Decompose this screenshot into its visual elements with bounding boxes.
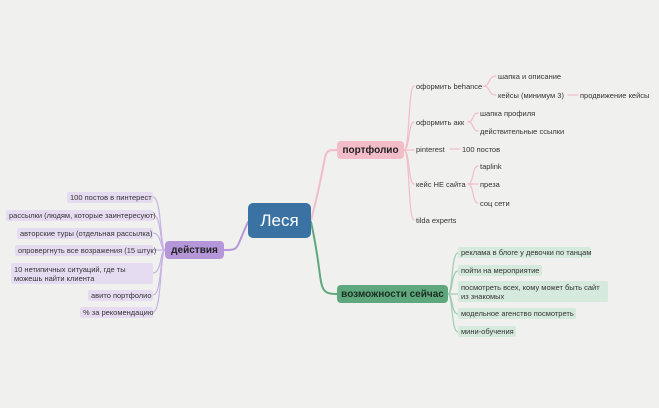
- action-item[interactable]: опровергнуть все возражения (15 штук): [15, 245, 156, 256]
- root-node[interactable]: Леся: [248, 203, 311, 238]
- portfolio-account[interactable]: оформить акк: [416, 118, 465, 127]
- portfolio-behance[interactable]: оформить behance: [416, 82, 483, 91]
- action-item[interactable]: рассылки (людям, которые заинтересуют): [6, 210, 156, 221]
- portfolio-tilda[interactable]: tilda experts: [416, 216, 457, 225]
- behance-grandchild[interactable]: продвижение кейсы: [580, 91, 650, 100]
- case-child[interactable]: преза: [480, 180, 500, 189]
- account-child[interactable]: шапка профиля: [480, 109, 536, 118]
- portfolio-case[interactable]: кейс НЕ сайта: [416, 180, 466, 189]
- branch-opportunities-now[interactable]: возможности сейчас: [337, 285, 448, 303]
- account-child[interactable]: действительные ссылки: [480, 127, 565, 136]
- opportunity-item[interactable]: посмотреть всех, кому может быть сайт из…: [458, 281, 608, 302]
- behance-child[interactable]: шапка и описание: [498, 72, 562, 81]
- case-child[interactable]: соц сети: [480, 199, 510, 208]
- action-item[interactable]: % за рекомендацию: [80, 307, 153, 318]
- behance-child[interactable]: кейсы (минимум 3): [498, 91, 564, 100]
- branch-opportunities-now-label: возможности сейчас: [341, 288, 444, 300]
- branch-portfolio[interactable]: портфолио: [337, 141, 404, 159]
- branch-portfolio-label: портфолио: [342, 144, 399, 156]
- case-child[interactable]: taplink: [480, 162, 502, 171]
- branch-actions[interactable]: действия: [165, 241, 224, 259]
- root-label: Леся: [260, 210, 299, 230]
- opportunity-item[interactable]: реклама в блоге у девочки по танцам: [458, 247, 592, 258]
- pinterest-child[interactable]: 100 постов: [462, 145, 501, 154]
- action-item[interactable]: 100 постов в пинтерест: [67, 192, 153, 203]
- portfolio-pinterest[interactable]: pinterest: [416, 145, 445, 154]
- opportunity-item[interactable]: мини-обучения: [458, 326, 516, 337]
- branch-actions-label: действия: [171, 244, 218, 256]
- action-item[interactable]: авторские туры (отдельная рассылка): [17, 228, 153, 239]
- opportunity-item[interactable]: пойти на мероприятие: [458, 265, 542, 276]
- action-item[interactable]: 10 нетипичных ситуаций, где ты можешь на…: [11, 263, 153, 284]
- action-item[interactable]: авито портфолио: [88, 290, 153, 301]
- opportunity-item[interactable]: модельное агенство посмотреть: [458, 308, 576, 319]
